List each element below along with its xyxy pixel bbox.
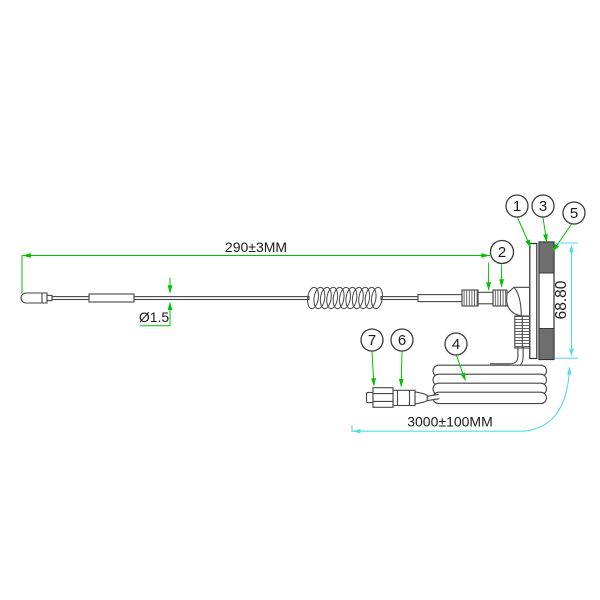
cable-exit xyxy=(426,393,440,402)
callout-1: 1 xyxy=(505,194,529,218)
coil-spring xyxy=(307,286,383,310)
callout-7: 7 xyxy=(360,328,384,352)
mount-base xyxy=(529,241,555,361)
callout-6: 6 xyxy=(390,328,414,352)
whip-length-label: 290±3MM xyxy=(225,239,287,255)
whip-rod-front xyxy=(51,296,310,301)
callout-6-number: 6 xyxy=(398,332,406,349)
callout-5: 5 xyxy=(562,201,586,225)
callout-2-number: 2 xyxy=(498,244,506,261)
whip-rod-rear xyxy=(380,296,419,301)
knurled-nut-front xyxy=(461,289,479,307)
antenna-tip-cap xyxy=(20,292,53,304)
plug-hex-nut xyxy=(372,387,394,408)
cable-coil-loop xyxy=(432,391,548,405)
callout-3-number: 3 xyxy=(539,198,547,215)
cable-length-label: 3000±100MM xyxy=(407,414,493,430)
base-height-label: 68.80 xyxy=(553,280,570,319)
connector-housing xyxy=(506,286,531,317)
callout-2: 2 xyxy=(489,239,515,265)
callout-3: 3 xyxy=(531,194,555,218)
callout-4: 4 xyxy=(444,332,468,356)
green-dimension-lines xyxy=(21,217,572,389)
cyan-dimension-lines xyxy=(351,242,578,435)
cable-bend xyxy=(490,347,524,370)
dimension-labels: 290±3MM Ø1.5 3000±100MM 68.80 xyxy=(139,239,570,430)
cable-plug-connector xyxy=(365,387,428,408)
connector-barrel xyxy=(477,291,494,305)
plug-barrel xyxy=(392,389,416,407)
connector-tube xyxy=(417,294,463,303)
whip-sleeve xyxy=(88,293,135,303)
mount-plate xyxy=(529,242,538,360)
callout-7-number: 7 xyxy=(368,332,376,349)
plug-tip xyxy=(365,391,374,404)
callout-5-number: 5 xyxy=(570,205,578,222)
dimension-whip-length xyxy=(21,252,492,294)
whip-diameter-label: Ø1.5 xyxy=(139,309,170,325)
dimension-base-height xyxy=(555,242,578,359)
callout-balloons: 1 3 5 2 7 6 4 xyxy=(360,194,586,356)
callout-1-number: 1 xyxy=(513,198,521,215)
plug-strain-relief-taper xyxy=(414,391,428,405)
antenna-assembly xyxy=(20,241,555,408)
strain-relief-stem xyxy=(514,315,531,349)
cable-coil-bundle xyxy=(432,364,548,405)
dimension-whip-diameter xyxy=(140,277,173,327)
mount-pad-bottom xyxy=(538,328,555,360)
mount-pad-top xyxy=(538,241,555,274)
dimension-cable-length xyxy=(351,365,573,435)
knurled-nut-rear xyxy=(492,289,508,307)
callout-4-number: 4 xyxy=(452,336,460,353)
callout-leaders xyxy=(370,217,572,389)
